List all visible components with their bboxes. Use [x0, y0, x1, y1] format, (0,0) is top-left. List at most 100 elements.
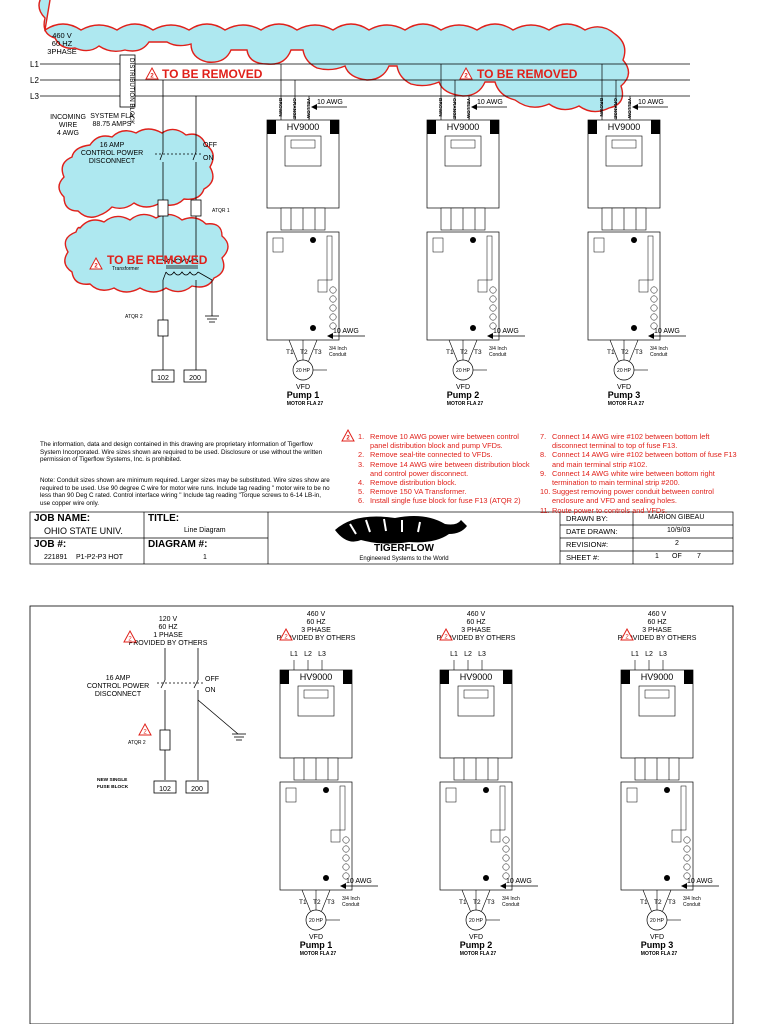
motor-lead	[321, 889, 331, 912]
drive-relay	[477, 279, 488, 293]
drive-terminal	[683, 854, 691, 862]
drive-strip	[680, 785, 687, 831]
drive-terminal	[502, 836, 510, 844]
transformer-label: Transformer	[112, 266, 139, 272]
note-text: Remove 10 AWG power wire between control…	[370, 432, 519, 451]
logo-name: TIGERFLOW	[374, 543, 435, 554]
control-disconnect-1: 16 AMP	[100, 142, 125, 149]
drive-screw	[631, 325, 637, 331]
note-item: 5.Remove 150 VA Transformer.	[358, 487, 536, 496]
terminal-label: T2	[621, 349, 629, 356]
terminal-label: T1	[640, 899, 648, 906]
drawn-by-label: DRAWN BY:	[566, 514, 608, 523]
vfd-corner-left	[621, 670, 630, 684]
motor-hp: 20 HP	[296, 368, 311, 374]
top-labels: 460 V 60 HZ 3PHASE L1 L2 L3 DISTRIBUTION…	[30, 31, 230, 382]
vfd-corner-right	[651, 120, 660, 134]
vfd-label: VFD	[617, 384, 631, 391]
atqr1-label: ATQR 1	[212, 208, 230, 214]
drive-terminal	[489, 313, 497, 321]
wire-color-label: BROWN	[598, 98, 604, 117]
drive-relay	[330, 829, 341, 843]
drive-module	[626, 787, 638, 803]
to-be-removed-1: TO BE REMOVED	[162, 67, 263, 81]
note-number: 4.	[358, 478, 365, 488]
line-label: L1	[450, 651, 458, 658]
supply-voltage: 460 V	[52, 31, 72, 40]
note-text: Remove 150 VA Transformer.	[370, 487, 467, 497]
drive-terminal	[489, 286, 497, 294]
note-item: 8.Connect 14 AWG wire #102 between botto…	[540, 450, 738, 468]
vfd-brand: HV9000	[608, 122, 641, 132]
drive-terminal	[650, 295, 658, 303]
note-text: Suggest removing power conduit between c…	[552, 487, 714, 506]
bottom-schematic	[153, 648, 246, 794]
line-label: L2	[464, 651, 472, 658]
drive-screw	[323, 787, 329, 793]
terminal-102: 102	[157, 375, 169, 382]
revision-notes-right: 7.Connect 14 AWG wire #102 between botto…	[540, 432, 738, 515]
date-drawn-label: DATE DRAWN:	[566, 527, 618, 536]
vfd-screen	[463, 689, 489, 699]
note-number: 9.	[540, 468, 547, 478]
note-item: 7.Connect 14 AWG wire #102 between botto…	[540, 432, 738, 450]
drive-terminal	[502, 845, 510, 853]
awg-arrow-head	[340, 883, 346, 889]
supply-awg-label: 10 AWG	[317, 99, 343, 106]
control-disconnect-2: CONTROL POWER	[81, 150, 143, 157]
pump-supply-0: 460 V	[307, 611, 326, 618]
pump-name: Pump 2	[447, 390, 480, 400]
pump-name: Pump 1	[287, 390, 320, 400]
note-text: Route power to controls and VFDs.	[552, 505, 668, 515]
sheet-label: SHEET #:	[566, 553, 600, 562]
awg-arrow-head	[327, 333, 333, 339]
motor-lead	[629, 339, 639, 362]
bottom-disconnect-3: DISCONNECT	[95, 691, 142, 698]
drive-screw	[631, 237, 637, 243]
atqr2-label: ATQR 2	[125, 314, 143, 320]
supply-awg-label: 10 AWG	[638, 99, 664, 106]
conduit-label-2: Conduit	[650, 352, 668, 358]
bottom-terminal-102: 102	[159, 786, 171, 793]
terminal-label: T1	[446, 349, 454, 356]
note-item: 9.Connect 14 AWG white wire between bott…	[540, 469, 738, 487]
motor-fla: MOTOR FLA 27	[641, 951, 678, 957]
pump-name: Pump 2	[460, 940, 493, 950]
title-block	[29, 511, 734, 565]
note-item: 10.Suggest removing power conduit betwee…	[540, 487, 738, 505]
terminal-label: T1	[286, 349, 294, 356]
awg-arrow-head	[487, 333, 493, 339]
drive-strip	[499, 785, 506, 831]
bottom-disconnect-2: CONTROL POWER	[87, 683, 149, 690]
proprietary-notice: The information, data and design contain…	[40, 441, 323, 464]
motor-lead	[468, 339, 478, 362]
awg-label: 10 AWG	[346, 878, 372, 885]
drive-strip	[326, 235, 333, 281]
revision-label: REVISION#:	[566, 540, 609, 549]
line-label: L3	[478, 651, 486, 658]
drive-terminal	[342, 854, 350, 862]
conduit-label-1: 3/4 Inch	[683, 896, 701, 902]
drive-terminal	[329, 295, 337, 303]
drive-terminal	[329, 304, 337, 312]
incoming-line-1: INCOMING	[50, 114, 86, 121]
line-l2: L2	[30, 76, 39, 85]
supply-awg-head	[632, 104, 638, 110]
terminal-label: T1	[607, 349, 615, 356]
drive-terminal	[489, 304, 497, 312]
note-text: Install single fuse block for fuse F13 (…	[370, 496, 521, 506]
vfd-enclosure	[266, 119, 340, 209]
drive-relay	[317, 279, 328, 293]
control-supply-voltage: 120 V	[159, 616, 178, 623]
job-name-label: JOB NAME:	[34, 513, 91, 524]
drive-screw	[323, 875, 329, 881]
awg-arrow-head	[500, 883, 506, 889]
drive-strip	[339, 785, 346, 831]
pump-supply-1: 60 HZ	[466, 619, 486, 626]
note-item: 3.Remove 14 AWG wire between distributio…	[358, 460, 536, 478]
drive-terminal	[342, 845, 350, 853]
bottom-terminal-200: 200	[191, 786, 203, 793]
wire-color-label: ORANGE	[612, 98, 618, 120]
